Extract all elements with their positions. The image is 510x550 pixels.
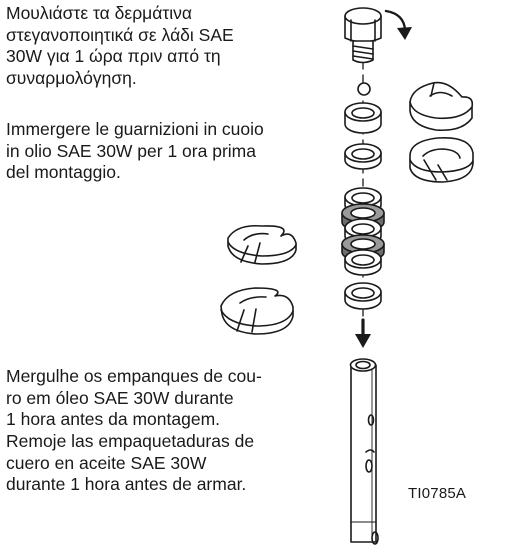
instruction-line: Immergere le guarnizioni in cuoio bbox=[6, 119, 264, 139]
instruction-greek: Μουλιάστε τα δερμάτινα στεγανοποιητικά σ… bbox=[6, 3, 234, 89]
figure-id: TI0785A bbox=[408, 485, 467, 502]
instruction-line: del montaggio. bbox=[6, 162, 121, 182]
instruction-line: 30W για 1 ώρα πριν από τη bbox=[6, 46, 221, 66]
packing-ring-icon bbox=[344, 143, 382, 170]
split-leather-packing-icon bbox=[227, 224, 297, 265]
displacement-rod-icon bbox=[349, 358, 379, 545]
instruction-line: durante 1 hora antes de armar. bbox=[6, 474, 247, 494]
instruction-line: Μουλιάστε τα δερμάτινα bbox=[6, 3, 193, 23]
down-arrow-icon bbox=[355, 318, 371, 348]
ball-icon bbox=[357, 82, 371, 96]
instruction-line: ro em óleo SAE 30W durante bbox=[6, 387, 234, 408]
female-gland-icon bbox=[344, 282, 382, 310]
instruction-line: συναρμολόγηση. bbox=[6, 67, 137, 88]
instruction-line: Mergulhe os empanques de cou- bbox=[6, 366, 262, 386]
instruction-line: in olio SAE 30W per 1 ora prima bbox=[6, 140, 256, 161]
instruction-line: cuero en aceite SAE 30W bbox=[6, 452, 207, 473]
gland-nut-icon bbox=[344, 7, 382, 64]
packing-stack-icon bbox=[341, 187, 385, 276]
split-leather-packing-icon bbox=[220, 287, 294, 335]
instruction-italian: Immergere le guarnizioni in cuoio in oli… bbox=[6, 119, 264, 184]
instruction-spanish: Remoje las empaquetaduras de cuero en ac… bbox=[6, 431, 254, 496]
male-gland-icon bbox=[344, 102, 382, 134]
instruction-line: Remoje las empaquetaduras de bbox=[6, 431, 255, 451]
instruction-line: 1 hora antes da montagem. bbox=[6, 409, 221, 429]
instruction-line: στεγανοποιητικά σε λάδι SAE bbox=[6, 24, 234, 45]
split-leather-packing-icon bbox=[409, 136, 474, 183]
instruction-portuguese: Mergulhe os empanques de cou- ro em óleo… bbox=[6, 366, 262, 431]
tighten-arrow-icon bbox=[384, 9, 412, 40]
split-leather-packing-icon bbox=[409, 81, 474, 132]
